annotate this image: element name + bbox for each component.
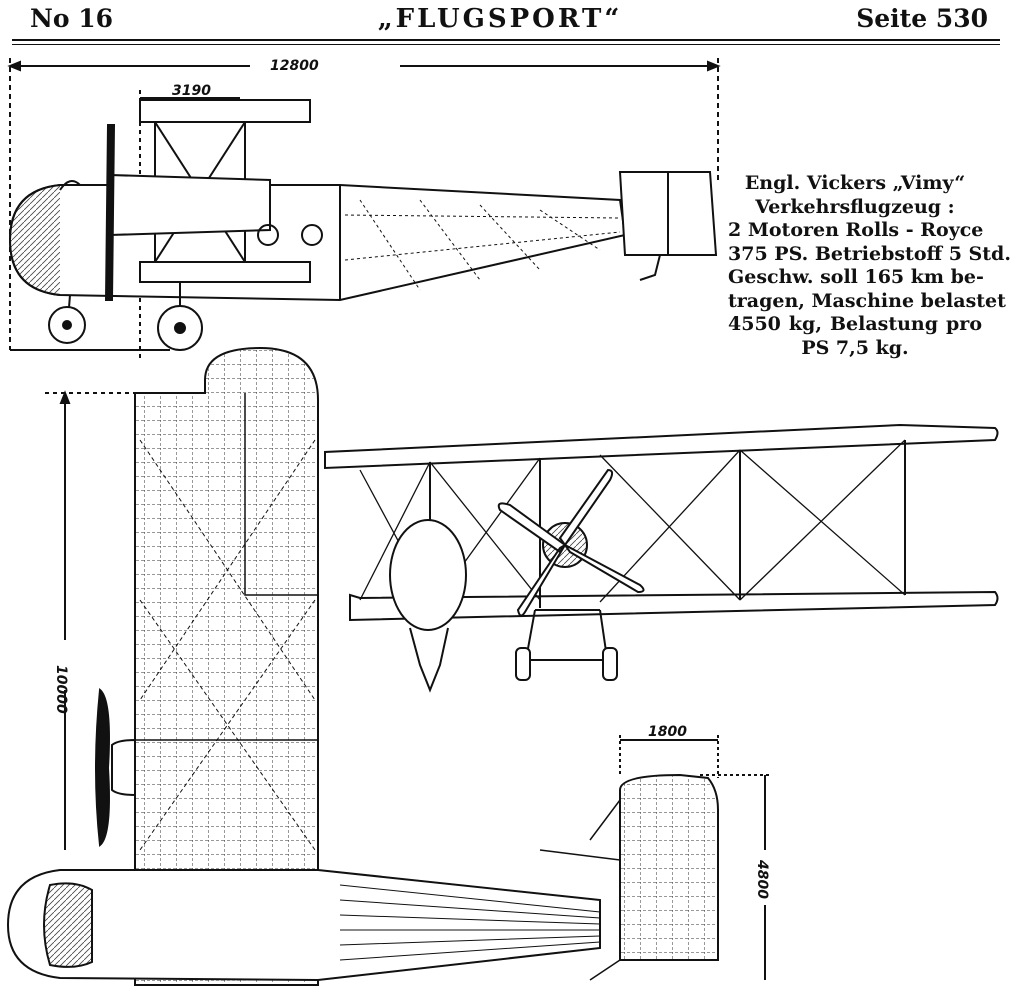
tail-chord-label: 1800 [648, 724, 687, 740]
header-rule-thick [12, 39, 1000, 41]
caption-line-4: 375 PS. Betriebstoff 5 Std. [728, 242, 1011, 265]
chord-dimension: 3190 [139, 83, 240, 360]
issue-number: No 16 [30, 4, 114, 33]
plan-tailplane [619, 773, 719, 961]
front-view [324, 423, 999, 693]
front-wheel-right [602, 647, 618, 681]
header-rule-thin [12, 44, 1000, 45]
side-upper-wing [139, 99, 311, 123]
magazine-title: „FLUGSPORT“ [377, 4, 623, 34]
side-propeller [104, 124, 116, 301]
side-view: 12800 3190 [7, 58, 721, 360]
plan-wing [134, 346, 319, 986]
caption-line-8: PS 7,5 kg. [801, 336, 909, 359]
plan-propeller [95, 688, 110, 847]
plan-view: 10000 1800 4800 [6, 346, 770, 986]
side-engine-nacelle [109, 173, 271, 237]
front-lower-wing [349, 590, 999, 622]
tail-span-label: 4800 [754, 859, 770, 899]
aircraft-caption: Engl. Vickers „Vimy“ Verkehrsflugzeug : … [728, 172, 1011, 360]
caption-line-3: 2 Motoren Rolls - Royce [728, 219, 984, 241]
tail-span-dimension: 4800 [700, 774, 770, 980]
caption-line-1: Engl. Vickers „Vimy“ [744, 172, 966, 194]
front-propeller [497, 468, 645, 617]
caption-line-5: Geschw. soll 165 km be- [728, 266, 984, 288]
caption-line-6: tragen, Maschine belastet [728, 289, 1006, 312]
page-number: Seite 530 [856, 4, 988, 33]
length-dimension: 12800 [7, 58, 721, 350]
plan-engine-nacelle [111, 738, 136, 797]
half-span-dimension: 10000 [45, 390, 135, 850]
tail-chord-dimension: 1800 [619, 724, 719, 778]
front-fuselage-nose [389, 519, 467, 631]
chord-dimension-label: 3190 [172, 83, 211, 99]
plan-fuselage [6, 869, 601, 982]
length-dimension-label: 12800 [270, 58, 319, 74]
front-wheel-left [515, 647, 531, 681]
half-span-label: 10000 [53, 665, 69, 714]
side-lower-wing [139, 261, 311, 283]
front-upper-wing [324, 423, 999, 470]
caption-line-7: 4550 kg, Belastung pro [728, 313, 982, 335]
caption-line-2: Verkehrsflugzeug : [755, 195, 955, 218]
